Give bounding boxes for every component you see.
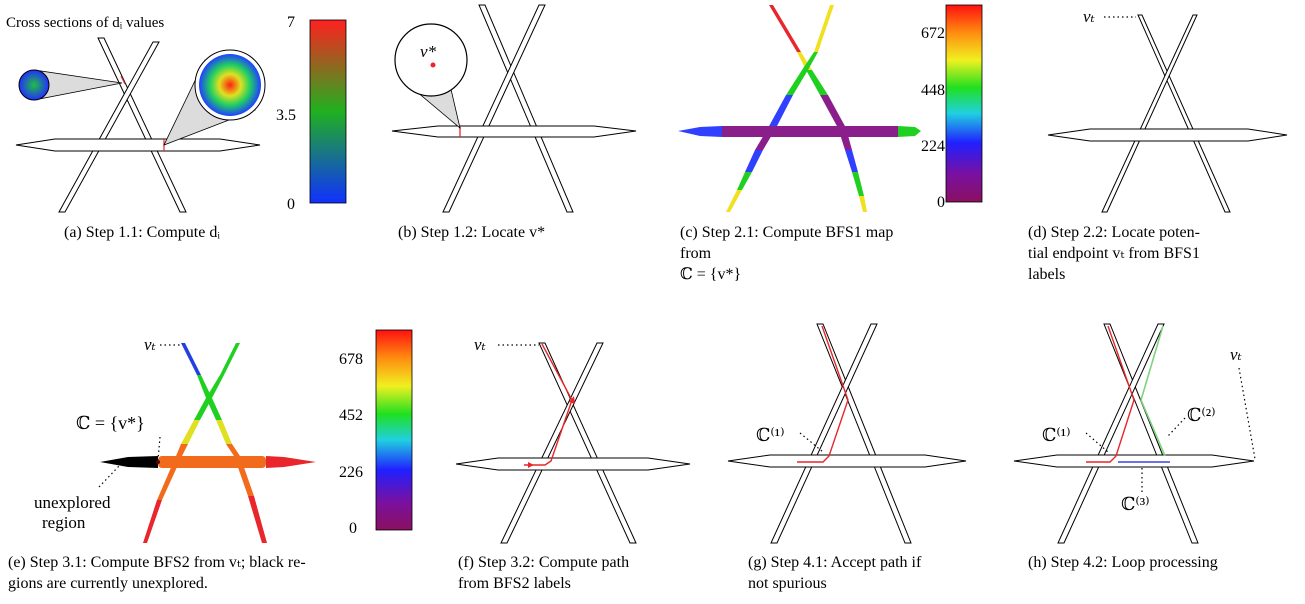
path-arrow-icon [569,396,575,404]
caption-f: (f) Step 3.2: Compute path from BFS2 lab… [458,552,698,594]
colorbar-c-tick-672: 672 [921,25,945,42]
caption-c: (c) Step 2.1: Compute BFS1 map from ℂ = … [680,222,920,285]
c1-leader-h [1085,432,1109,453]
v-t-label-f: vₜ [474,335,487,354]
c3-label: ℂ⁽³⁾ [1121,494,1150,514]
caption-a: (a) Step 1.1: Compute dᵢ [64,224,220,241]
panel-f-shape [455,342,691,544]
caption-e-line1: (e) Step 3.1: Compute BFS2 from vₜ; blac… [8,554,306,571]
panel-d-shape [1047,14,1288,213]
v-star-label: v* [420,42,437,61]
caption-c-line2: ℂ = {v*} [680,266,742,283]
panel-f: vₜ [455,335,691,544]
accepted-path [797,325,849,463]
c2-label: ℂ⁽²⁾ [1187,405,1216,425]
unexplored-leader [98,464,121,488]
panel-a: Cross sections of dᵢ values 7 3.5 0 [6,14,347,213]
cross-section-disc-small [18,69,50,101]
panel-b: v* [391,4,637,213]
caption-d: (d) Step 2.2: Locate poten- tial endpoin… [1028,222,1298,285]
colorbar-c-tick-0: 0 [937,194,945,211]
cross-section-mark [120,75,126,85]
panel-d: vₜ [1047,7,1288,213]
unexplored-label-line2: region [42,513,86,532]
colorbar-e-tick-226: 226 [339,464,363,481]
panel-b-shape [391,4,637,213]
caption-e: (e) Step 3.1: Compute BFS2 from vₜ; blac… [8,552,428,594]
colorbar-c [945,4,983,203]
v-t-label-e: vₜ [144,335,157,354]
v-t-label-d: vₜ [1083,7,1096,26]
cross-section-disc-large [199,54,261,116]
colorbar-c-tick-448: 448 [921,82,945,99]
path-arrow-icon [528,462,534,468]
v-star-point [430,62,436,68]
caption-c-line1: (c) Step 2.1: Compute BFS1 map from [680,224,894,262]
caption-e-line2: gions are currently unexplored. [8,575,208,592]
panel-h: ℂ⁽¹⁾ ℂ⁽²⁾ ℂ⁽³⁾ vₜ [1013,323,1256,544]
caption-d-line1: (d) Step 2.2: Locate poten- [1028,224,1200,241]
path-c2 [1140,325,1166,457]
caption-d-line3: labels [1028,266,1066,283]
panel-a-shape [15,37,261,213]
v-t-leader-h [1238,367,1256,460]
path-c1 [1086,325,1135,463]
panel-h-shape [1013,323,1255,544]
caption-g: (g) Step 4.1: Accept path if not spuriou… [748,552,988,594]
colorbar-e [375,329,413,531]
c-set-label-e: ℂ = {v*} [76,413,145,433]
colorbar-e-tick-678: 678 [339,351,363,368]
computed-path [524,343,573,466]
caption-d-line2: tial endpoint vₜ from BFS1 [1028,245,1200,262]
caption-f-line1: (f) Step 3.2: Compute path [458,554,630,571]
caption-h: (h) Step 4.2: Loop processing [1028,554,1218,571]
v-t-label-h: vₜ [1230,345,1243,364]
panel-e: vₜ ℂ = {v*} unexplored region 678 452 22… [34,329,413,543]
panel-c: 672 448 224 0 [678,4,983,212]
caption-f-line2: from BFS2 labels [458,575,571,592]
caption-g-line2: not spurious [748,575,827,592]
c1-label-g: ℂ⁽¹⁾ [756,425,785,445]
colorbar-a-tick-bottom: 0 [287,196,295,213]
unexplored-label-line1: unexplored [34,493,111,512]
c2-leader [1167,417,1186,437]
colorbar-c-tick-224: 224 [921,138,945,155]
panel-g: ℂ⁽¹⁾ [727,323,967,544]
caption-b: (b) Step 1.2: Locate v* [398,224,546,241]
colorbar-a-tick-top: 7 [287,14,295,31]
c1-leader-g [799,432,824,453]
colorbar-e-tick-0: 0 [349,520,357,537]
zoom-circle [394,23,468,97]
c1-label-h: ℂ⁽¹⁾ [1042,425,1071,445]
cross-sections-label: Cross sections of dᵢ values [6,15,164,31]
c-set-leader [157,436,161,461]
colorbar-a-tick-mid: 3.5 [276,107,296,124]
caption-g-line1: (g) Step 4.1: Accept path if [748,554,922,571]
colorbar-a [309,19,347,204]
colorbar-e-tick-452: 452 [339,407,363,424]
